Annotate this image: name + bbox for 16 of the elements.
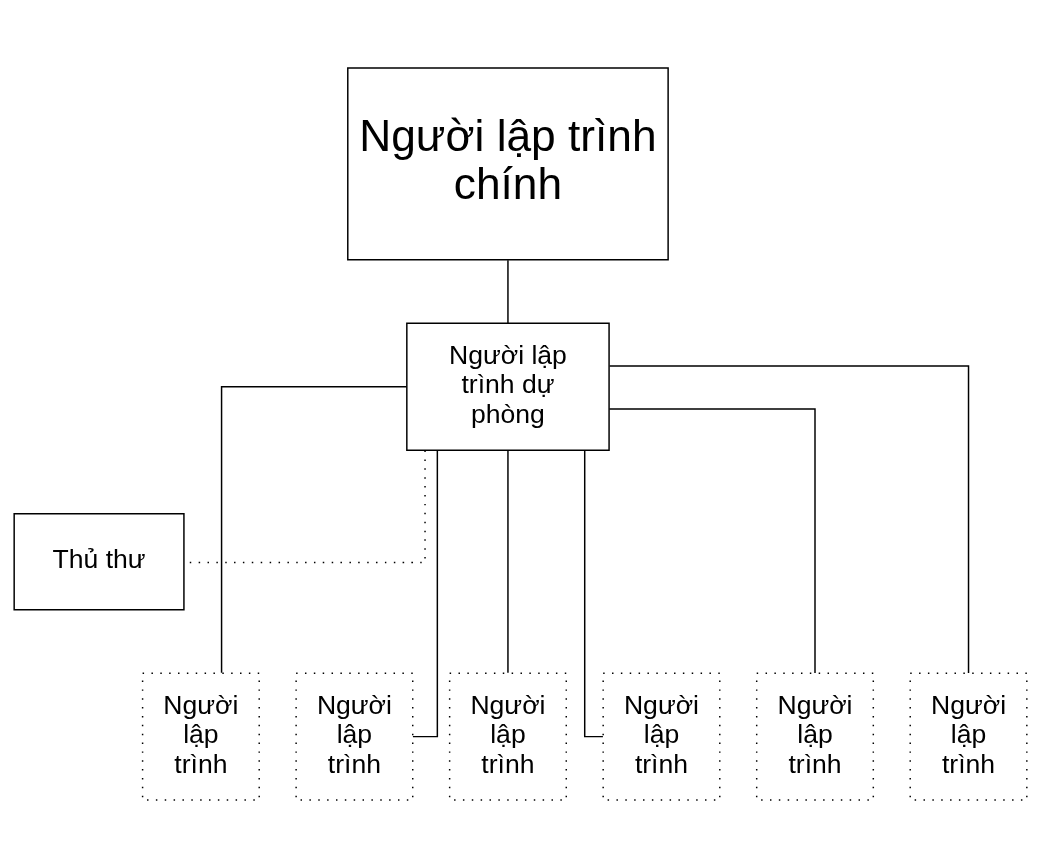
- connector: [608, 407, 816, 674]
- node-box: Người lập trình: [141, 671, 260, 801]
- node-box: Người lập trình: [909, 671, 1028, 801]
- node-box: Người lập trình dự phòng: [406, 322, 610, 451]
- connector: [507, 449, 509, 673]
- node-box: Thủ thư: [13, 512, 185, 610]
- connector: [583, 449, 604, 737]
- node-box: Người lập trình: [448, 671, 567, 801]
- connector: [608, 364, 970, 674]
- connector: [412, 449, 439, 737]
- connector: [507, 259, 509, 324]
- node-box: Người lập trình: [602, 671, 721, 801]
- node-box: Người lập trình chính: [347, 66, 669, 261]
- node-box: Người lập trình: [755, 671, 875, 801]
- connector: [220, 385, 408, 674]
- node-box: Người lập trình: [295, 671, 414, 801]
